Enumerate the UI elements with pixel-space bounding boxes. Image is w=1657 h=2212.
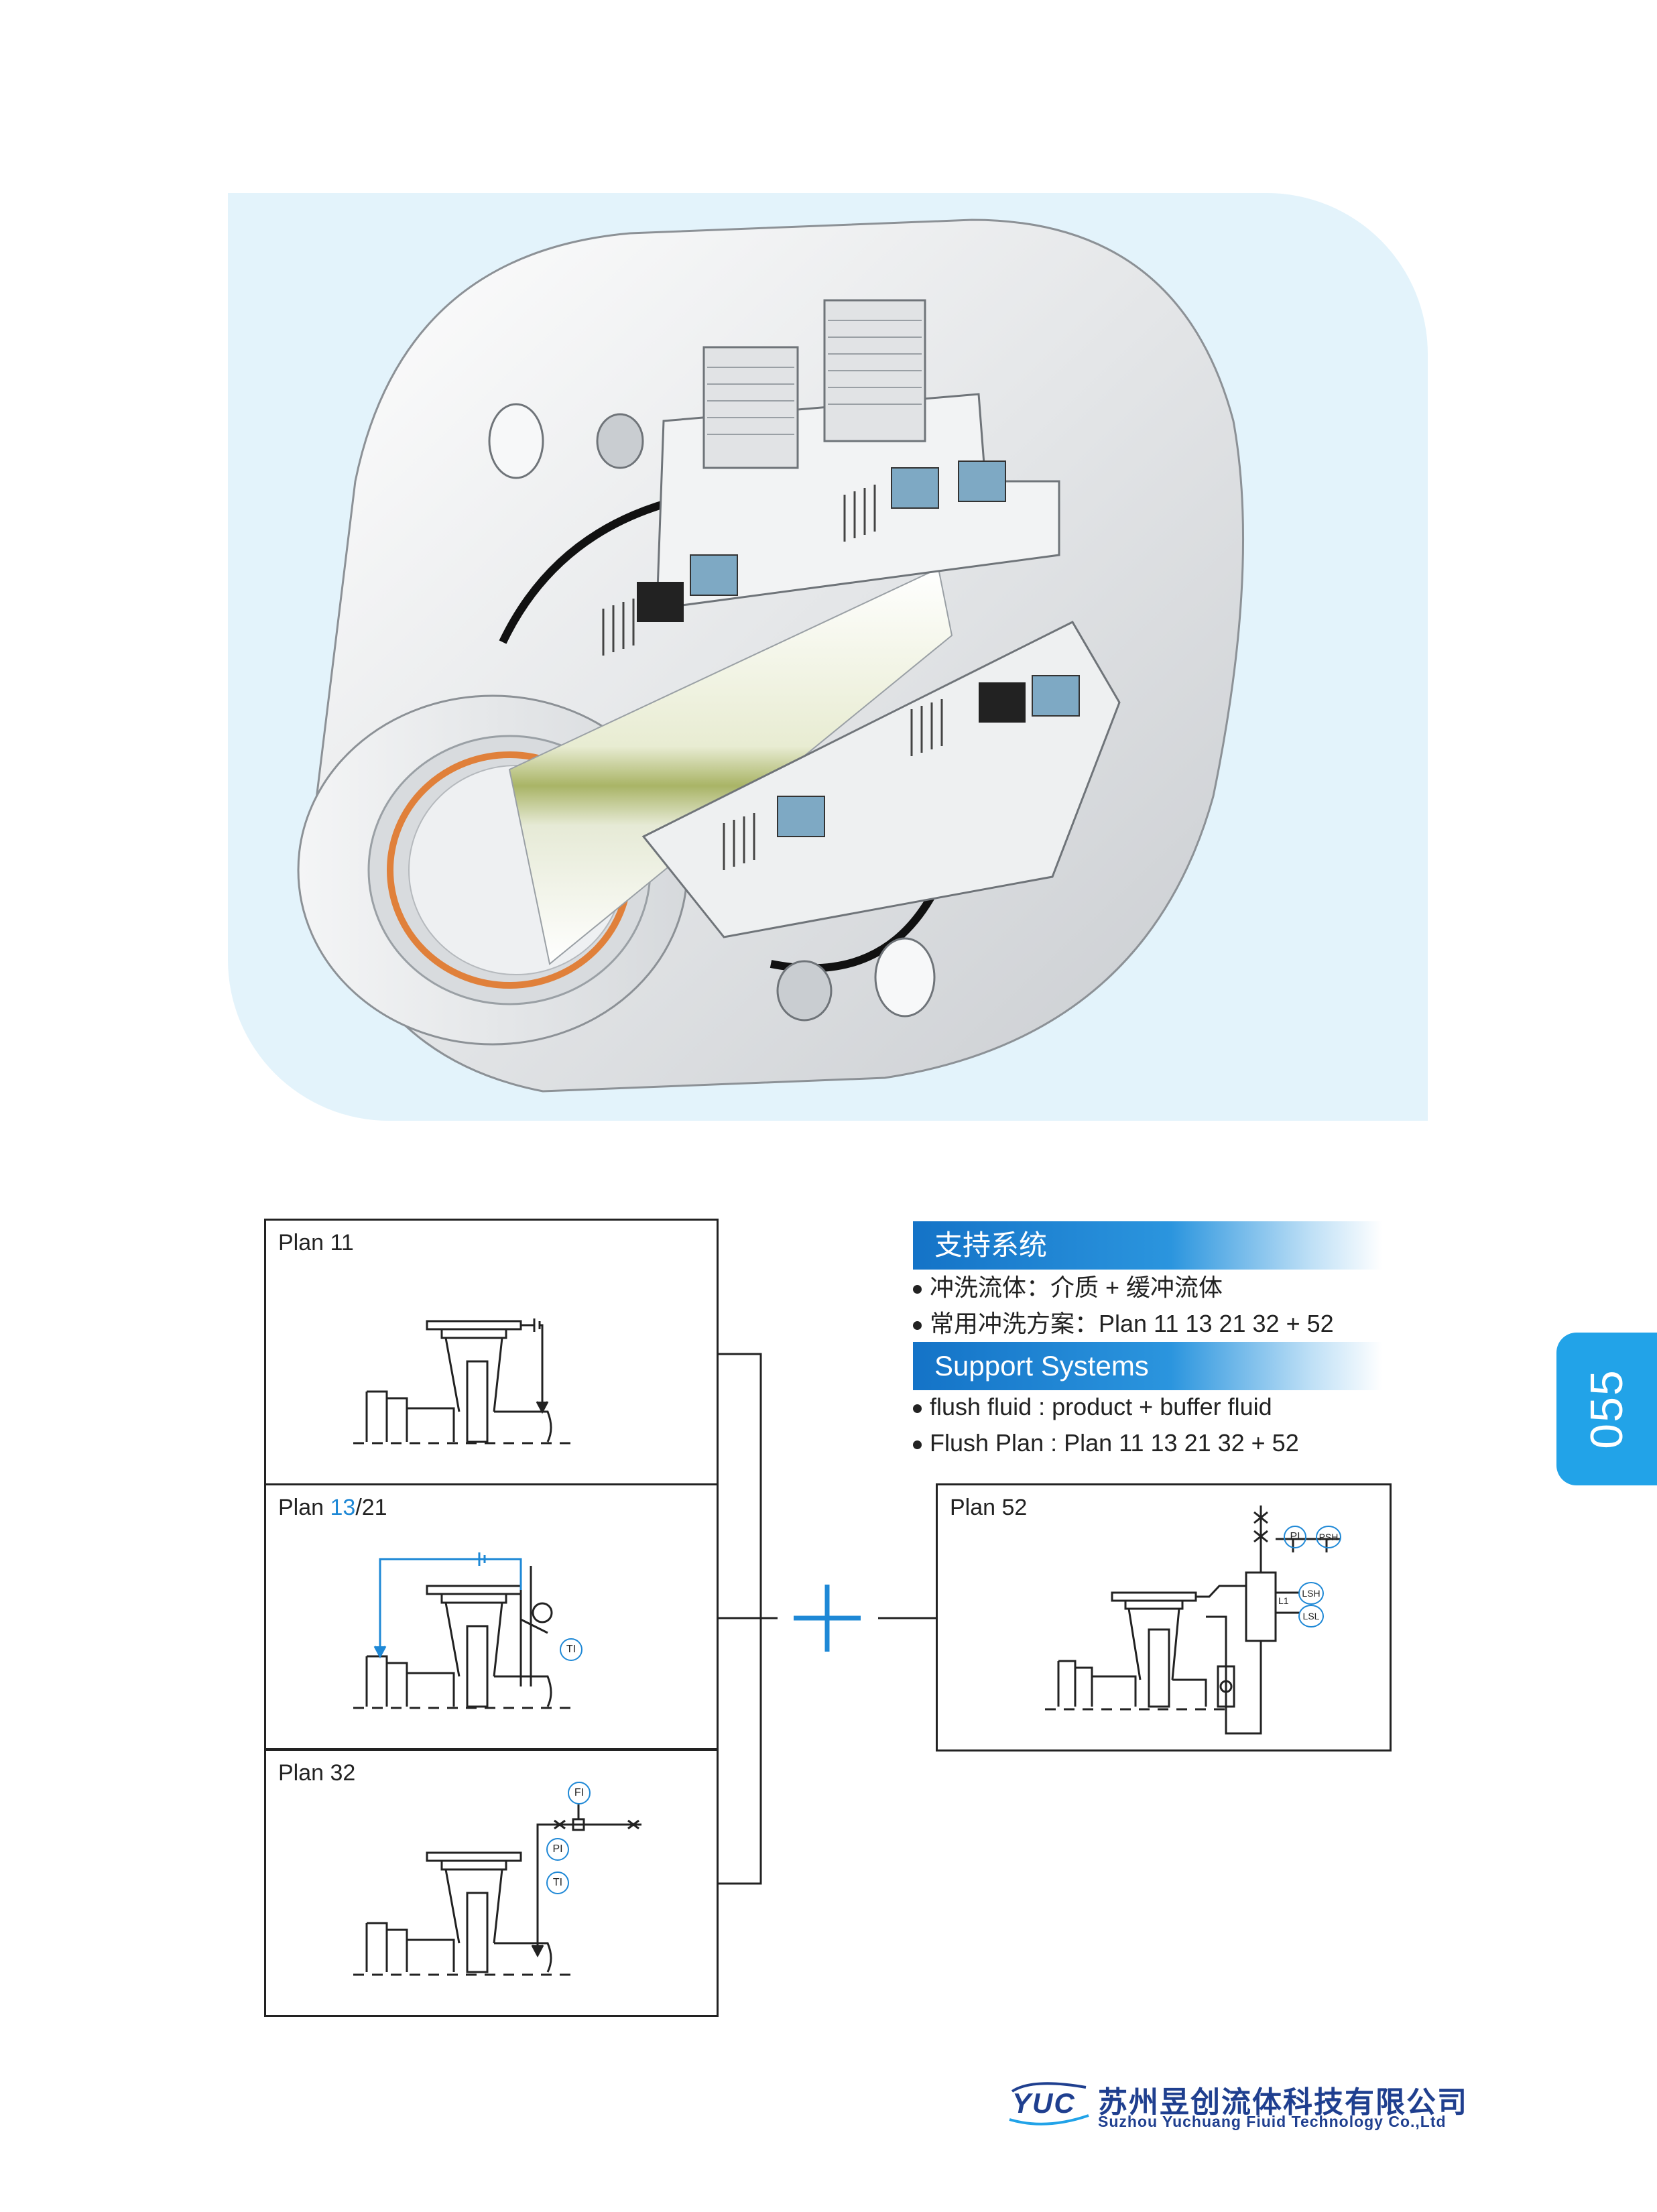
pi-tag-plan32: PI	[546, 1838, 569, 1861]
l1-tag-plan52: L1	[1278, 1595, 1289, 1606]
plan-13-21-pump-schematic	[353, 1552, 574, 1709]
plan-11-label: Plan 11	[278, 1230, 354, 1255]
list-item: 冲洗流体：介质 + 缓冲流体	[913, 1270, 1334, 1306]
company-name-en: Suzhou Yuchuang Fiuid Technology Co.,Ltd	[1098, 2113, 1447, 2130]
plan-13-21-label-prefix: Plan	[278, 1495, 330, 1520]
plan-11-pump-schematic	[353, 1318, 574, 1445]
plan-52-pump-schematic	[1045, 1506, 1340, 1735]
support-en-bullet-text: Flush Plan : Plan 11 13 21 32 + 52	[930, 1429, 1299, 1457]
page-number-tab: 055	[1556, 1333, 1657, 1485]
lsl-tag-plan52: LSL	[1298, 1605, 1324, 1627]
fi-tag-plan32: FI	[568, 1782, 591, 1804]
threaded-port-left	[702, 346, 799, 469]
lsh-tag-plan52: LSH	[1298, 1582, 1324, 1605]
ti-tag-plan13: TI	[560, 1638, 582, 1661]
company-name-cn: 苏州昱创流体科技有限公司	[1098, 2085, 1468, 2119]
threaded-port-right	[823, 299, 926, 442]
bullet-icon	[913, 1404, 922, 1413]
plan-32-label: Plan 32	[278, 1760, 356, 1786]
ti-tag-plan32: TI	[546, 1871, 569, 1894]
bullet-icon	[913, 1284, 922, 1294]
plan-13-21-panel: Plan 13/21 TI	[264, 1483, 719, 1750]
list-item: Flush Plan : Plan 11 13 21 32 + 52	[913, 1425, 1299, 1461]
bullet-icon	[913, 1440, 922, 1449]
plan-13-21-label-highlight: 13	[330, 1495, 356, 1520]
support-cn-list: 冲洗流体：介质 + 缓冲流体 常用冲洗方案：Plan 11 13 21 32 +…	[913, 1270, 1334, 1342]
plan-52-panel: Plan 52 PI PSH LSH LSL L1	[936, 1483, 1392, 1752]
yuc-logo-text: YUC	[1012, 2087, 1076, 2119]
bullet-icon	[913, 1320, 922, 1330]
support-en-heading: Support Systems	[913, 1342, 1382, 1390]
plan-13-21-label-suffix: /21	[355, 1495, 387, 1520]
plan-32-pump-schematic	[353, 1804, 641, 1976]
company-logo: YUC 苏州昱创流体科技有限公司 Suzhou Yuchuang Fiuid T…	[1005, 2077, 1488, 2130]
pi-tag-plan52: PI	[1284, 1526, 1306, 1548]
plan-52-label: Plan 52	[950, 1495, 1028, 1520]
yuc-logo-icon	[1009, 2082, 1089, 2126]
support-en-bullet-text: flush fluid : product + buffer fluid	[930, 1393, 1272, 1420]
page-number: 055	[1581, 1369, 1632, 1449]
list-item: 常用冲洗方案：Plan 11 13 21 32 + 52	[913, 1306, 1334, 1342]
hero-panel	[228, 193, 1428, 1121]
support-cn-bullet-text: 冲洗流体：介质 + 缓冲流体	[930, 1274, 1223, 1301]
plan-32-panel: Plan 32 FI PI TI	[264, 1749, 719, 2017]
support-cn-bullet-text: 常用冲洗方案：Plan 11 13 21 32 + 52	[930, 1310, 1334, 1337]
support-en-list: flush fluid : product + buffer fluid Flu…	[913, 1389, 1299, 1461]
plan-13-21-label: Plan 13/21	[278, 1495, 387, 1521]
plus-icon	[794, 1585, 861, 1652]
support-cn-heading: 支持系统	[913, 1221, 1382, 1270]
mechanical-seal-cutaway-illustration	[297, 219, 1245, 1093]
plan-11-panel: Plan 11	[264, 1219, 719, 1485]
psh-tag-plan52: PSH	[1316, 1526, 1341, 1548]
list-item: flush fluid : product + buffer fluid	[913, 1389, 1299, 1425]
